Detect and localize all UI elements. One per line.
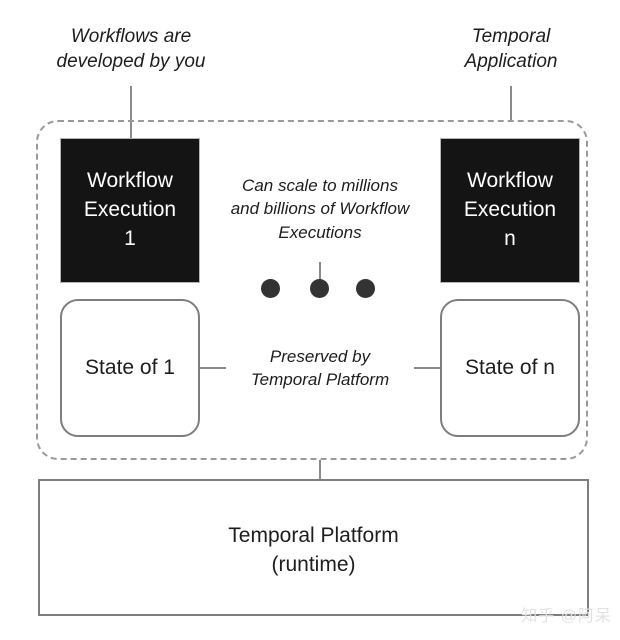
workflow-execution-1-box: Workflow Execution 1 [60, 138, 200, 283]
leader-line-temporal-application-caption [510, 86, 512, 120]
caption-workflows-developed-by-you: Workflows are developed by you [56, 26, 206, 73]
ellipsis-dot [261, 279, 280, 298]
leader-line-ellipsis [319, 262, 321, 284]
connector-state-n-to-note [414, 367, 440, 369]
connector-state-1-to-note [200, 367, 226, 369]
state-of-n-box: State of n [440, 299, 580, 437]
temporal-application-container [36, 120, 588, 460]
caption-temporal-application: Temporal Application [464, 26, 558, 73]
state-of-1-box: State of 1 [60, 299, 200, 437]
note-preserved-by-temporal-platform: Preserved by Temporal Platform [250, 347, 390, 390]
workflow-execution-n-box: Workflow Execution n [440, 138, 580, 283]
watermark: 知乎 @阿呆 [521, 608, 612, 625]
note-can-scale: Can scale to millions and billions of Wo… [230, 176, 410, 242]
leader-line-workflows-caption [130, 86, 132, 138]
ellipsis-dot [310, 279, 329, 298]
ellipsis-dot [356, 279, 375, 298]
temporal-platform-box: Temporal Platform (runtime) [38, 479, 589, 616]
connector-application-to-platform [319, 460, 321, 479]
temporal-platform-label: Temporal Platform (runtime) [228, 524, 399, 576]
